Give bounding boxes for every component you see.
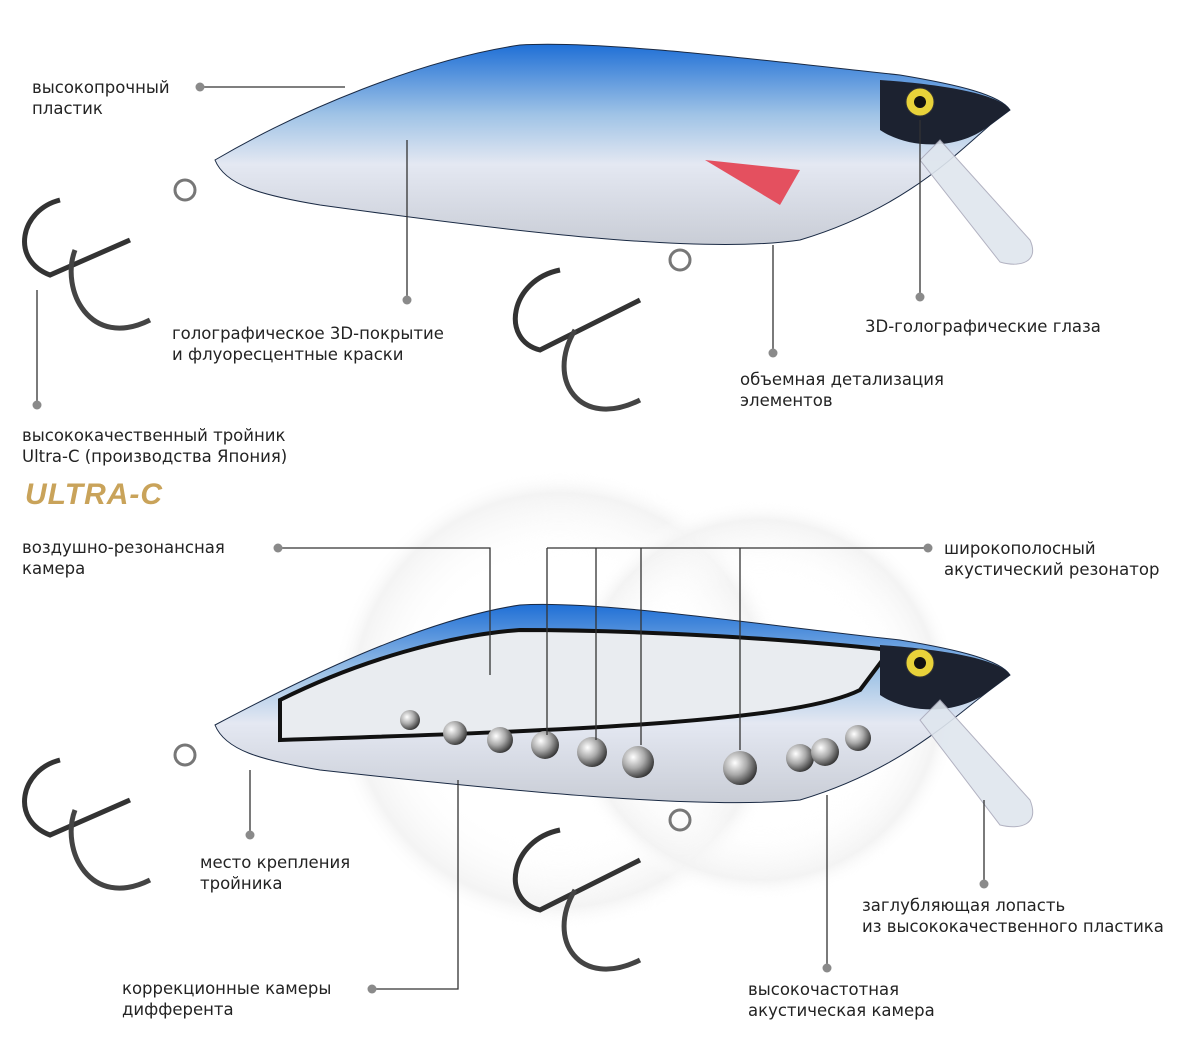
label-line: тройника — [200, 874, 283, 893]
label-line: акустический резонатор — [944, 560, 1160, 579]
label-line: высокопрочный — [32, 78, 170, 97]
label-plastic: высокопрочный пластик — [32, 77, 170, 119]
label-eyes: 3D-голографические глаза — [865, 316, 1101, 337]
label-line: акустическая камера — [748, 1001, 935, 1020]
label-lip: заглубляющая лопасть из высококачественно… — [862, 895, 1164, 937]
label-coating: голографическое 3D-покрытие и флуоресцент… — [172, 323, 444, 365]
label-line: объемная детализация — [740, 370, 944, 389]
label-line: воздушно-резонансная — [22, 538, 225, 557]
label-line: коррекционные камеры — [122, 979, 332, 998]
label-line: заглубляющая лопасть — [862, 896, 1066, 915]
label-line: широкополосный — [944, 539, 1096, 558]
label-hook-mount: место крепления тройника — [200, 852, 350, 894]
leader-dots — [32, 82, 989, 994]
label-line: высокочастотная — [748, 980, 900, 999]
label-line: Ultra-C (производства Япония) — [22, 447, 288, 466]
label-line: дифферента — [122, 1000, 234, 1019]
top-lure — [22, 43, 1034, 412]
label-line: из высококачественного пластика — [862, 917, 1164, 936]
label-resonator: широкополосный акустический резонатор — [944, 538, 1159, 580]
label-line: голографическое 3D-покрытие — [172, 324, 444, 343]
label-detail: объемная детализация элементов — [740, 369, 944, 411]
label-line: 3D-голографические глаза — [865, 317, 1101, 336]
bottom-lure — [22, 603, 1034, 972]
label-air-chamber: воздушно-резонансная камера — [22, 537, 225, 579]
label-line: камера — [22, 559, 86, 578]
leader-lines — [36, 86, 985, 990]
label-line: место крепления — [200, 853, 351, 872]
ultra-c-logo: ULTRA-C — [25, 478, 164, 511]
rattle-balls — [400, 710, 871, 785]
label-trim: коррекционные камеры дифферента — [122, 978, 331, 1020]
label-line: и флуоресцентные краски — [172, 345, 404, 364]
label-line: высококачественный тройник — [22, 426, 286, 445]
label-line: пластик — [32, 99, 103, 118]
label-line: элементов — [740, 391, 833, 410]
label-hf-chamber: высокочастотная акустическая камера — [748, 979, 935, 1021]
